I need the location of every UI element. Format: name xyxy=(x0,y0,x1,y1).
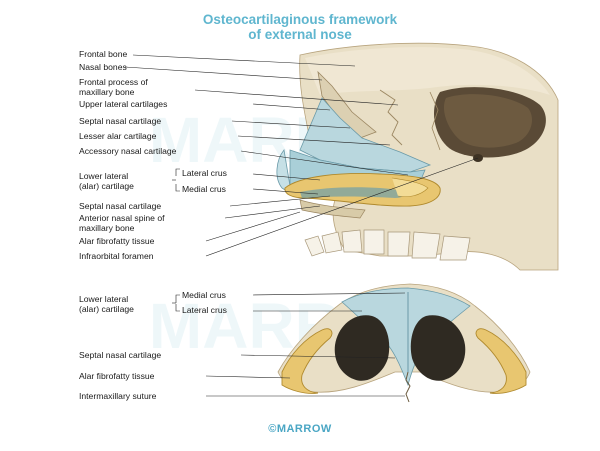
label-septal-nasal-cartilage: Septal nasal cartilage xyxy=(79,116,162,126)
lateral-crus-left xyxy=(281,328,333,394)
label-frontal-process-line2: maxillary bone xyxy=(79,87,135,97)
label-anterior-nasal-spine-line2: maxillary bone xyxy=(79,223,135,233)
label-nasal-bones: Nasal bones xyxy=(79,62,127,72)
leader-lines-lower xyxy=(172,292,406,397)
suture-line xyxy=(379,89,403,146)
intermaxillary-suture-line xyxy=(405,371,411,403)
diagram-title-line2: of external nose xyxy=(248,27,352,42)
accessory-cartilage xyxy=(391,177,429,198)
label-infraorbital-foramen: Infraorbital foramen xyxy=(79,251,154,261)
label-medial-crus-bottom: Medial crus xyxy=(182,290,226,300)
label-septal-nasal-cartilage-2: Septal nasal cartilage xyxy=(79,201,162,211)
nostril-shadow xyxy=(300,187,406,198)
label-accessory-nasal-cartilage: Accessory nasal cartilage xyxy=(79,146,177,156)
label-medial-crus: Medial crus xyxy=(182,184,226,194)
label-alar-fibrofatty-tissue: Alar fibrofatty tissue xyxy=(79,236,155,246)
label-lesser-alar-cartilage: Lesser alar cartilage xyxy=(79,131,157,141)
label-alar-fibrofatty-bottom: Alar fibrofatty tissue xyxy=(79,371,155,381)
label-lateral-crus-bottom: Lateral crus xyxy=(182,305,227,315)
label-anterior-nasal-spine-line1: Anterior nasal spine of xyxy=(79,213,165,223)
label-lateral-crus: Lateral crus xyxy=(182,168,227,178)
upper-lateral-cartilage xyxy=(299,97,432,173)
label-lower-lateral-bottom-line2: (alar) cartilage xyxy=(79,304,134,314)
suture-line-2 xyxy=(429,91,441,151)
teeth xyxy=(304,229,471,261)
label-lower-lateral-line1: Lower lateral xyxy=(79,171,129,181)
right-nostril xyxy=(410,315,466,381)
leader-lines-upper xyxy=(124,54,479,257)
left-nostril xyxy=(334,315,390,381)
label-lower-lateral-bottom-line1: Lower lateral xyxy=(79,294,129,304)
frontal-bone-region xyxy=(305,47,550,95)
label-lower-lateral-line2: (alar) cartilage xyxy=(79,181,134,191)
footer-brand: ©MARROW xyxy=(268,423,332,435)
label-septal-nasal-cartilage-bottom: Septal nasal cartilage xyxy=(79,350,162,360)
lateral-crus-right xyxy=(475,328,527,394)
label-upper-lateral-cartilages: Upper lateral cartilages xyxy=(79,99,168,109)
label-intermaxillary-suture: Intermaxillary suture xyxy=(79,391,157,401)
label-frontal-process-line1: Frontal process of xyxy=(79,77,148,87)
skull-lateral-view xyxy=(276,42,559,271)
anterior-nasal-spine xyxy=(299,199,366,219)
label-frontal-bone: Frontal bone xyxy=(79,49,128,59)
diagram-title-line1: Osteocartilaginous framework xyxy=(202,12,398,27)
orbit-inner xyxy=(443,94,532,148)
